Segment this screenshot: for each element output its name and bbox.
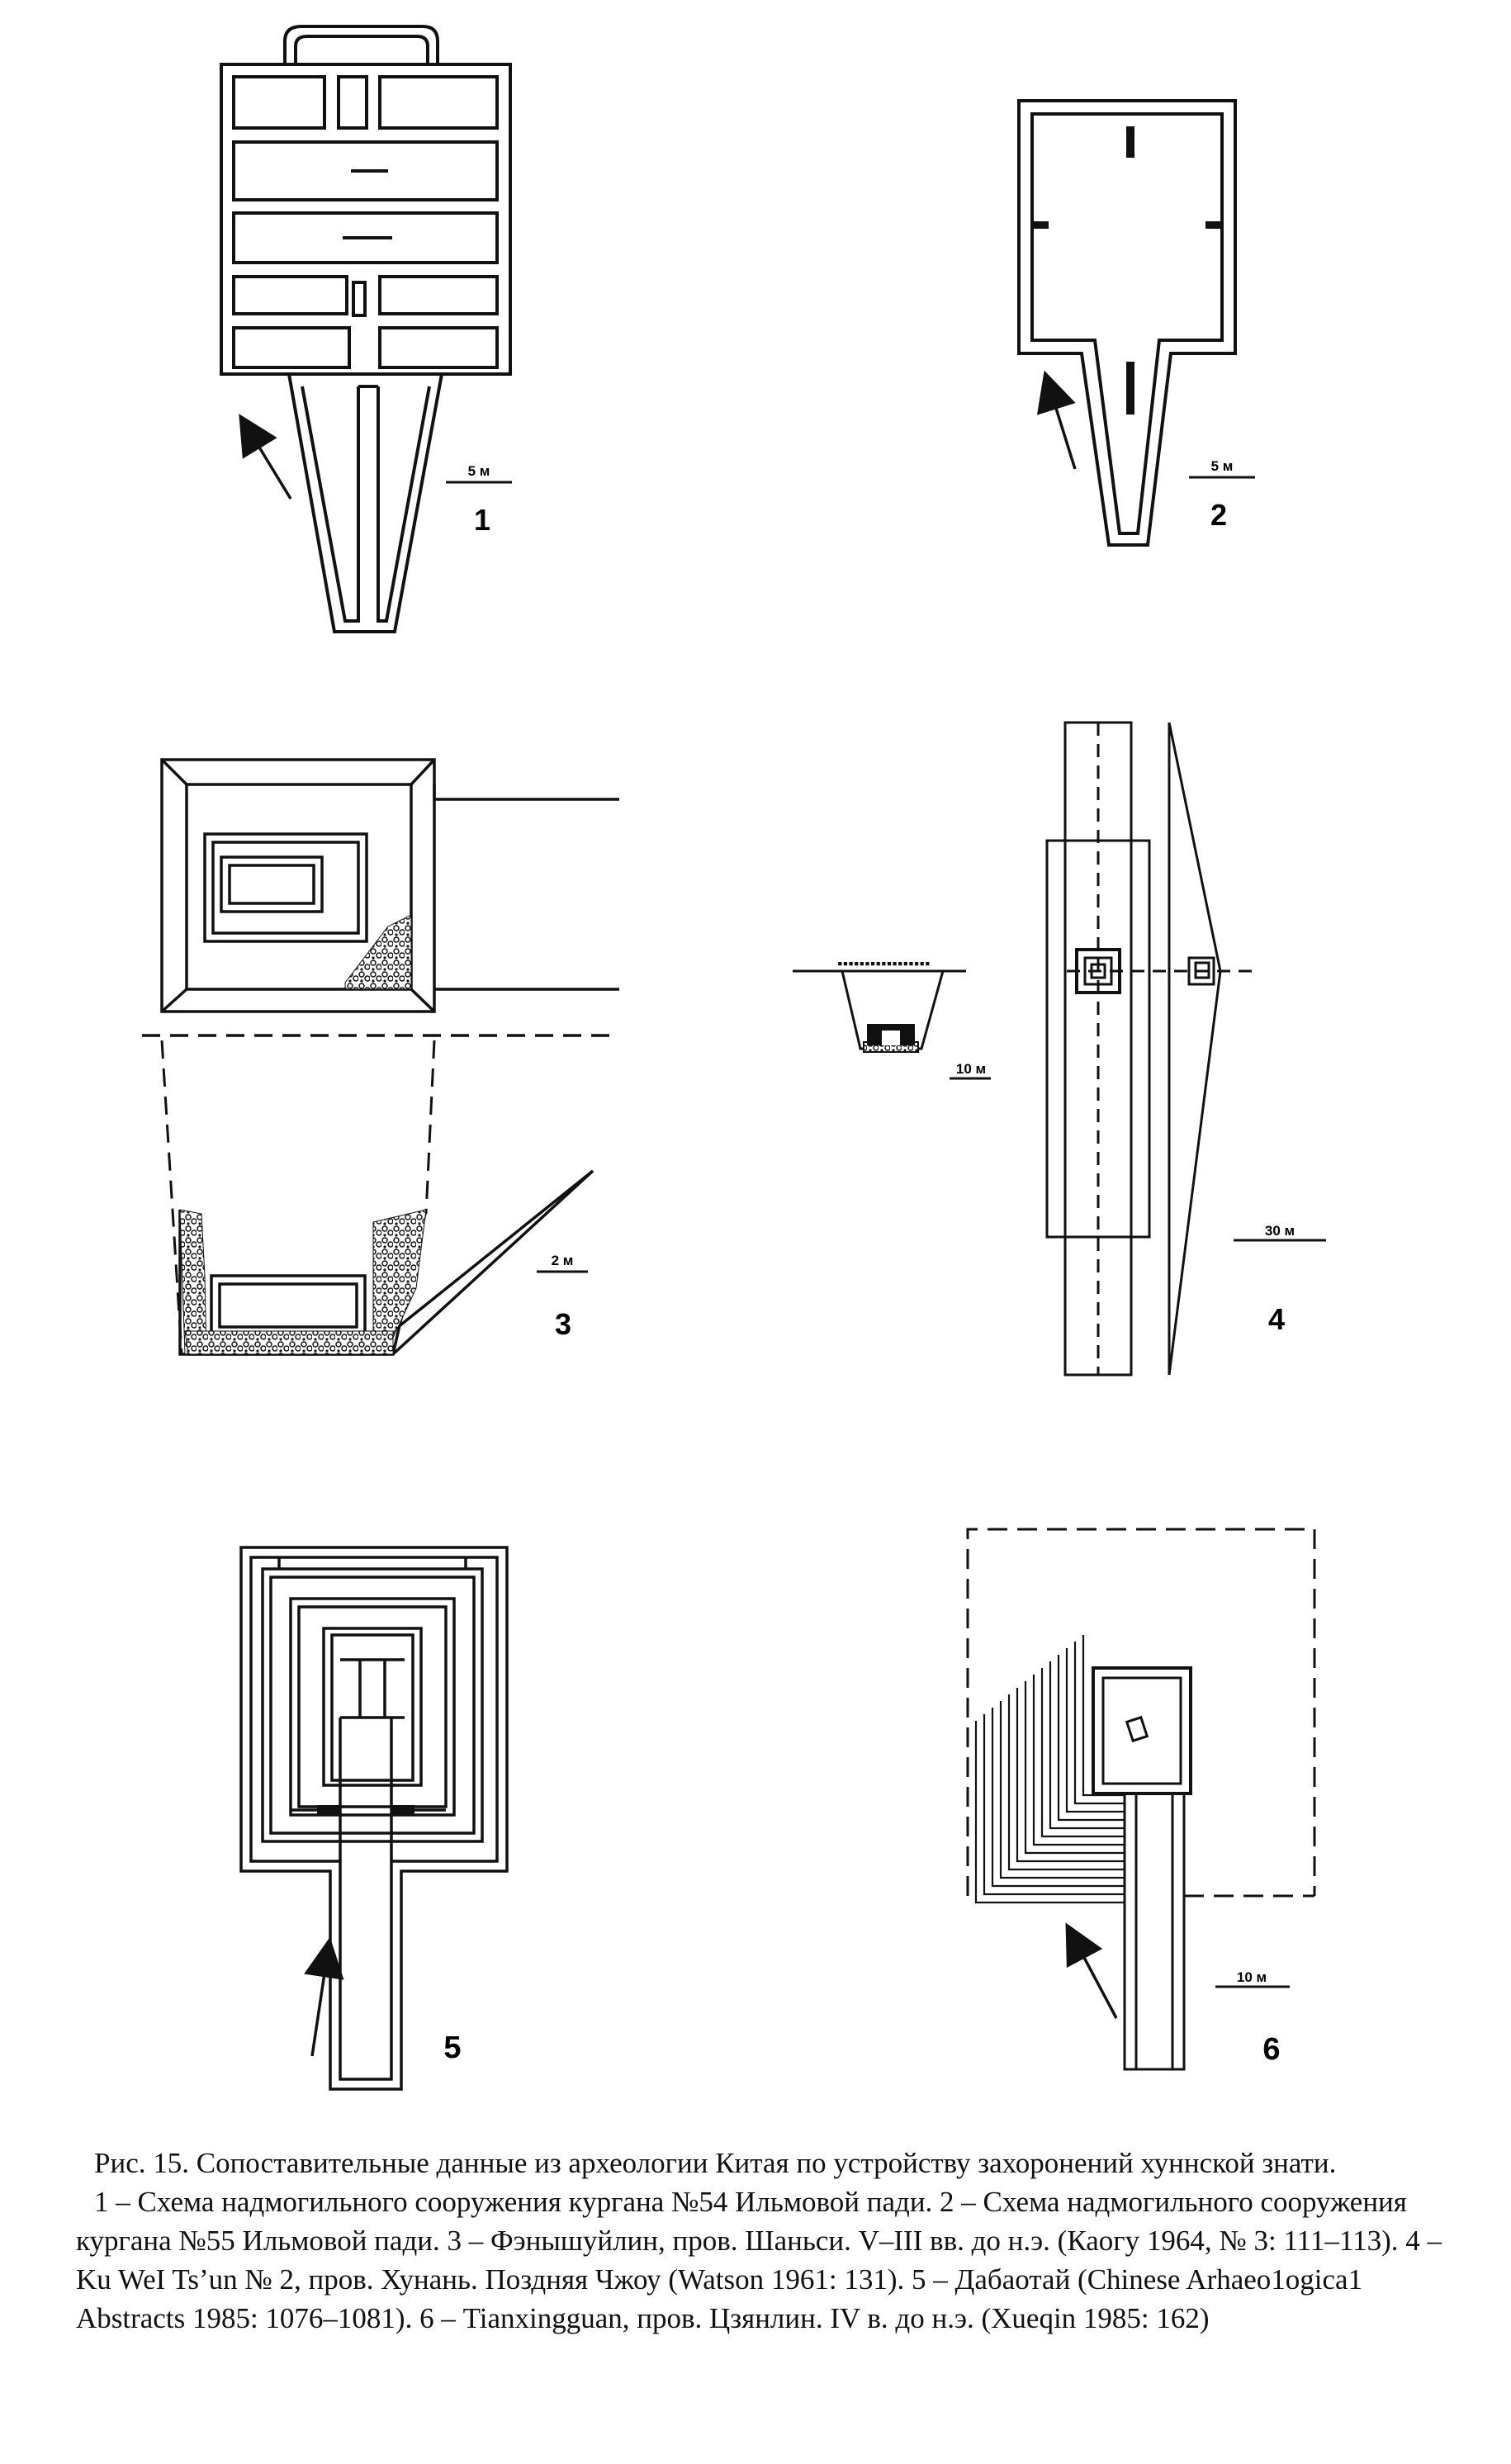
figure-plates: 5 м 1 5 м 2 xyxy=(142,25,1326,2091)
panel-number-3: 3 xyxy=(555,1307,571,1341)
north-arrow-5 xyxy=(304,1936,344,2057)
panel-number-2: 2 xyxy=(1210,498,1227,532)
scale-bar-4: 30 м xyxy=(1234,1223,1326,1242)
svg-text:10 м: 10 м xyxy=(1237,1969,1267,1985)
scale-bar-6: 10 м xyxy=(1215,1969,1290,1988)
panel-2-kurgan-55-plan xyxy=(1017,99,1237,547)
caption-title: Рис. 15. Сопоставительные данные из архе… xyxy=(94,2147,1337,2179)
gravel-fill-left xyxy=(179,1209,207,1355)
svg-text:5 м: 5 м xyxy=(468,463,490,479)
panel-4-section: ▪▪▪▪▪▪▪▪▪▪▪▪▪▪▪▪▪ xyxy=(793,958,966,1053)
panel-6-tianxingguan-plan xyxy=(966,1528,1316,2071)
panel-5-dabaotai-plan xyxy=(239,1546,509,2091)
caption-body: 1 – Схема надмогильного сооружения курга… xyxy=(76,2186,1442,2334)
svg-text:2 м: 2 м xyxy=(552,1253,574,1268)
panel-4-plan xyxy=(1045,721,1253,1377)
svg-text:30 м: 30 м xyxy=(1265,1223,1295,1239)
panel-3-fengshuiling-plan xyxy=(160,758,619,1013)
panel-number-4: 4 xyxy=(1268,1302,1285,1336)
panel-number-6: 6 xyxy=(1262,2032,1280,2067)
scale-bar-4-small: 10 м xyxy=(950,1061,991,1080)
scale-bar-3: 2 м xyxy=(537,1253,588,1273)
gravel-fill-top xyxy=(344,914,412,990)
svg-text:10 м: 10 м xyxy=(956,1061,986,1077)
north-arrow-2 xyxy=(1036,370,1077,470)
north-arrow-1 xyxy=(239,414,292,500)
figure-caption: Рис. 15. Сопоставительные данные из архе… xyxy=(76,2144,1463,2338)
panel-number-5: 5 xyxy=(443,2030,461,2065)
panel-number-1: 1 xyxy=(474,503,490,537)
svg-text:▪▪▪▪▪▪▪▪▪▪▪▪▪▪▪▪▪: ▪▪▪▪▪▪▪▪▪▪▪▪▪▪▪▪▪ xyxy=(837,958,931,969)
gravel-fill-bottom xyxy=(184,1330,394,1355)
scale-bar-1: 5 м xyxy=(446,463,512,484)
scale-bar-2: 5 м xyxy=(1189,458,1255,479)
north-arrow-6 xyxy=(1065,1922,1118,2019)
gravel-fill-right xyxy=(372,1209,427,1339)
svg-text:5 м: 5 м xyxy=(1211,458,1234,474)
panel-6-terrace-steps xyxy=(974,1635,1125,1904)
panel-1-kurgan-54-plan xyxy=(220,25,512,633)
